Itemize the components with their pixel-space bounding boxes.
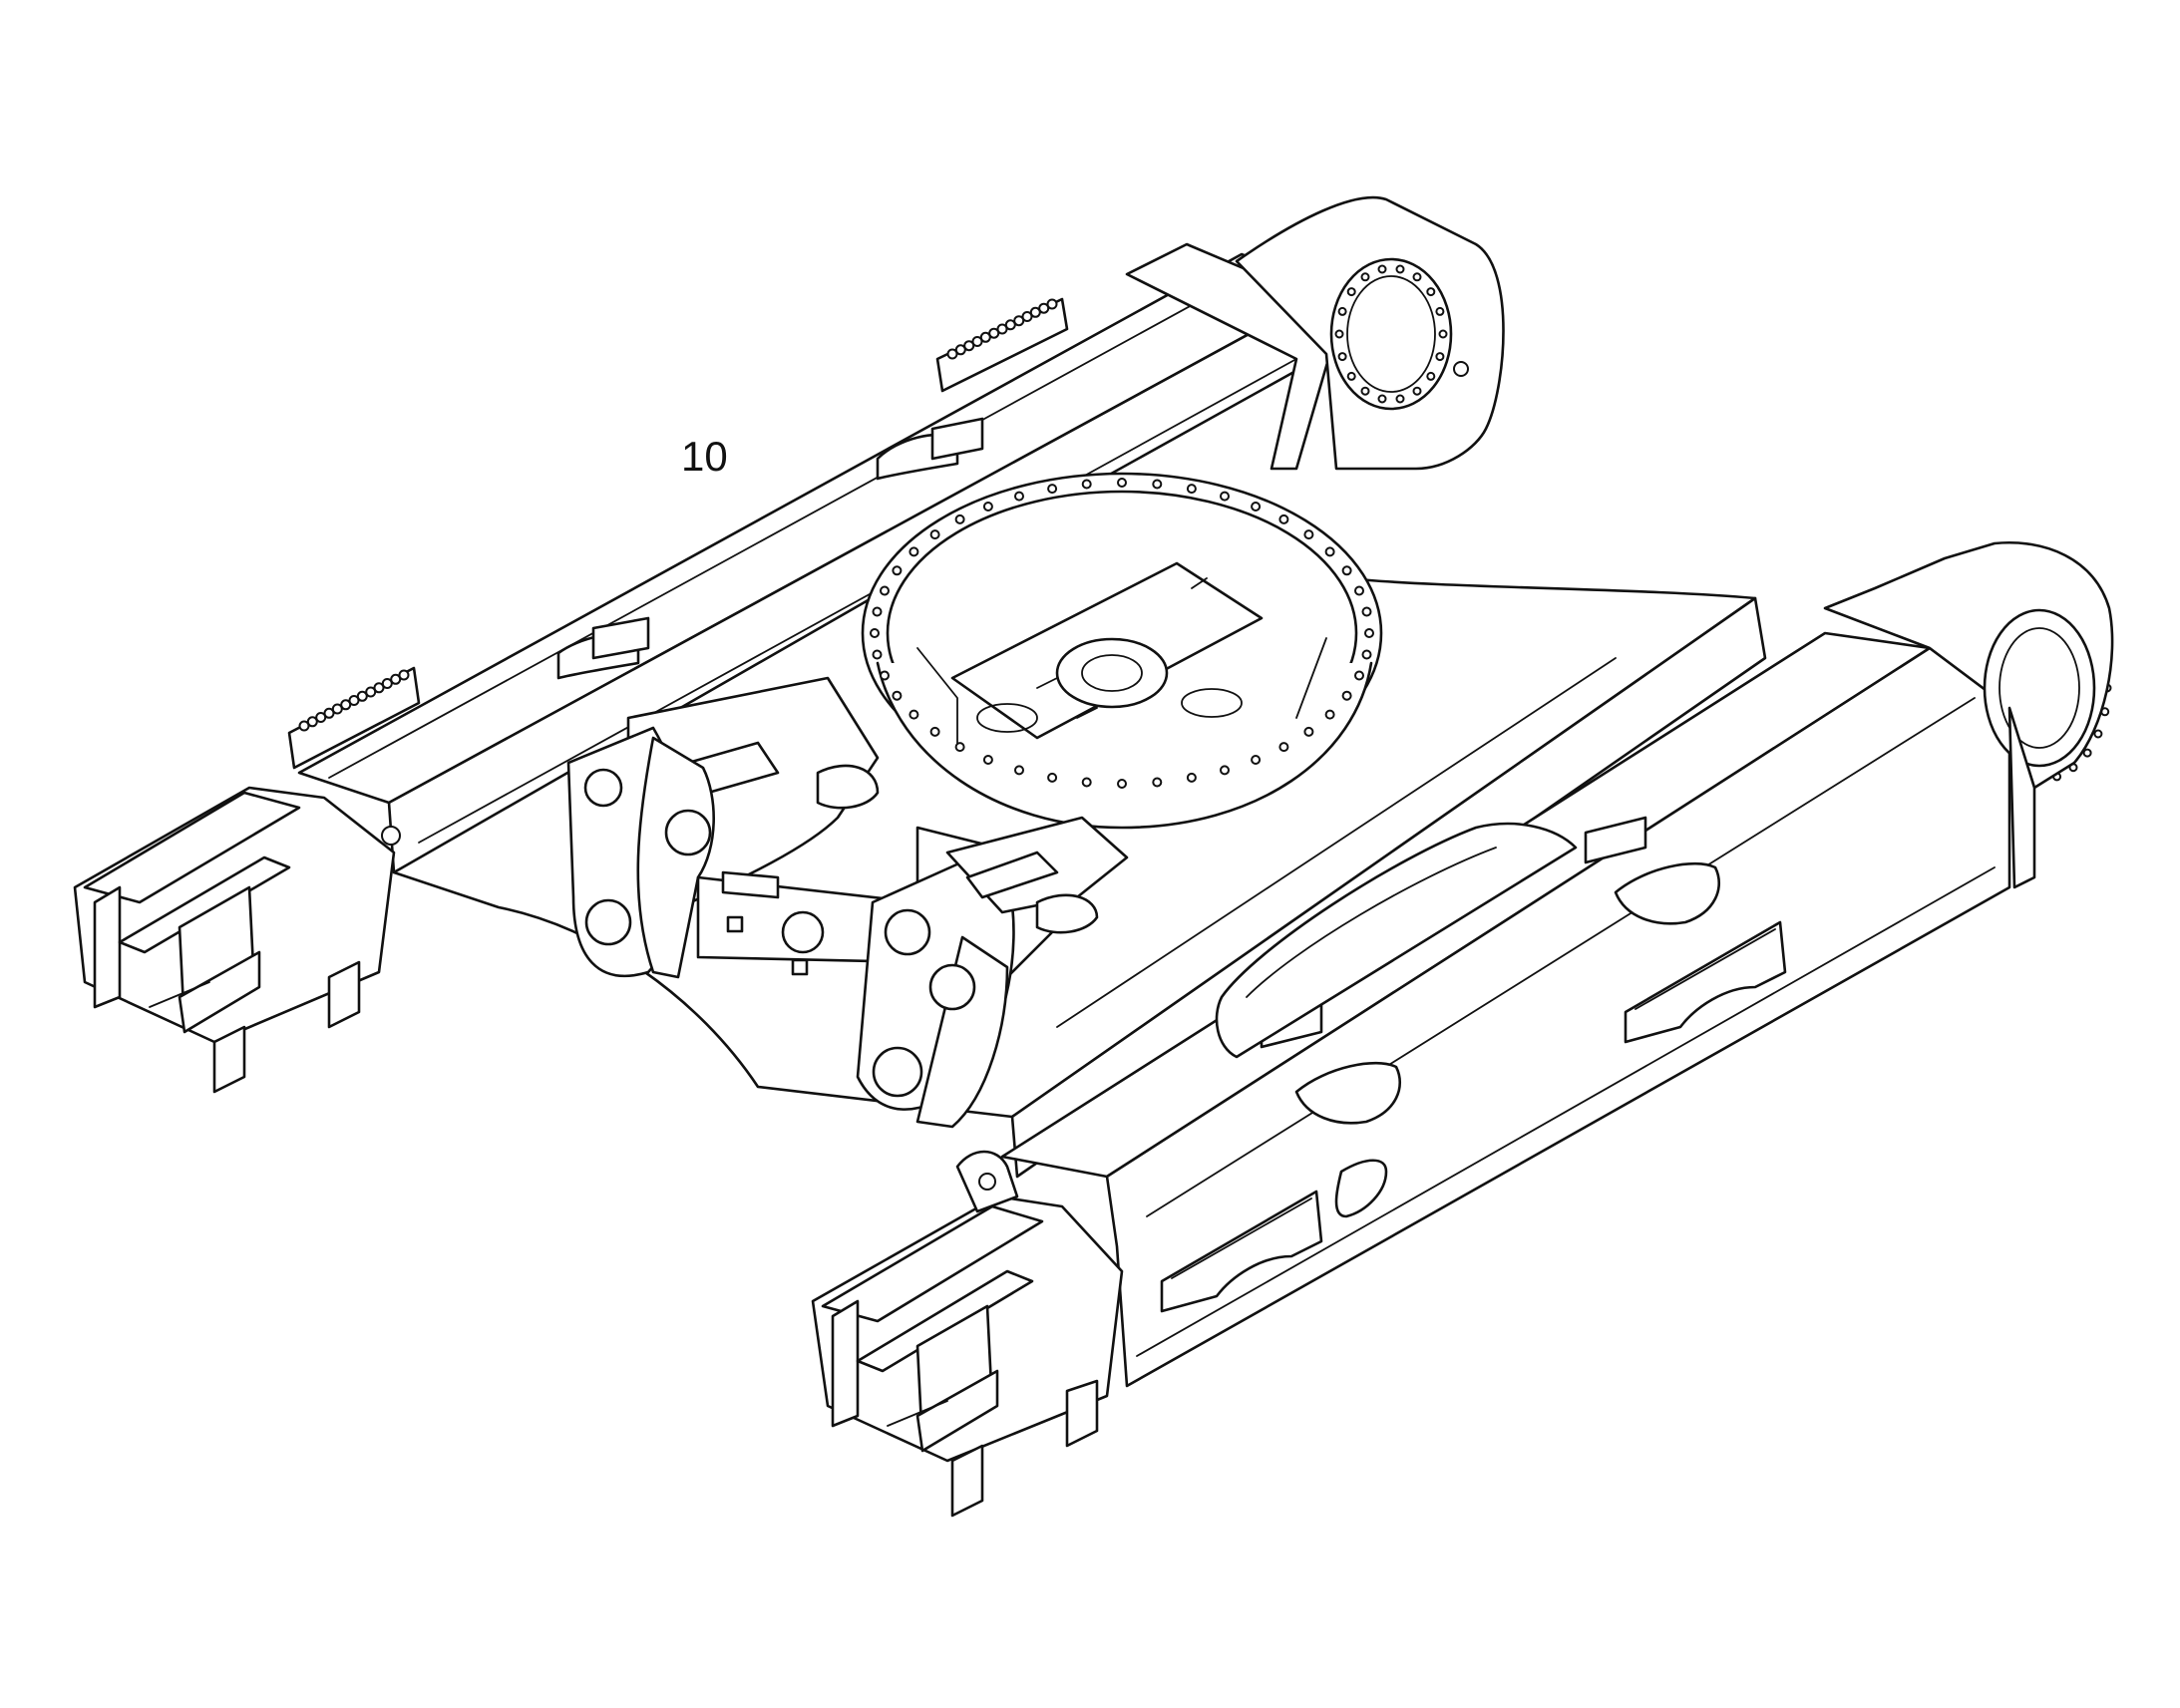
idler-bolt-hole (1426, 371, 1436, 381)
front-track-frame (1000, 540, 2114, 1388)
bolt-hole (1117, 779, 1127, 789)
idler-bolt-hole (1426, 287, 1436, 297)
idler-bolt-hole (1395, 394, 1405, 404)
bolt-hole (1341, 565, 1352, 576)
bolt-hole (1081, 777, 1092, 788)
part-callout-10: 10 (681, 433, 728, 480)
bolt-hole (872, 649, 883, 660)
rail-tooth (1021, 311, 1033, 322)
bolt-hole (1364, 628, 1374, 638)
front-frame-end (811, 1150, 1124, 1518)
bolt-hole (1220, 765, 1230, 776)
idler-bolt-hole (1412, 272, 1422, 282)
rail-tooth (356, 690, 368, 702)
idler-bolt-hole (1346, 287, 1356, 297)
rail-tooth (1004, 319, 1016, 331)
bolt-hole (982, 755, 993, 765)
bolt-hole (982, 502, 993, 512)
bolt-hole (954, 742, 965, 753)
rail-tooth (954, 344, 966, 356)
rail-tooth (1038, 302, 1050, 314)
rail-tooth (1046, 298, 1058, 310)
idler-bolt-hole (1334, 329, 1344, 339)
bolt-hole (1220, 491, 1230, 502)
idler-bolt-hole (1438, 329, 1448, 339)
idler-bolt-hole (2082, 748, 2092, 758)
idler-bolt-hole (1360, 272, 1370, 282)
bolt-hole (1186, 484, 1197, 495)
rail-tooth (946, 348, 958, 360)
bolt-hole (1047, 484, 1058, 495)
bolt-hole (1303, 529, 1314, 540)
bolt-hole (1278, 742, 1289, 753)
bolt-hole (1152, 777, 1163, 788)
bolt-hole (1047, 772, 1058, 783)
rail-tooth (315, 712, 327, 723)
rail-tooth (1013, 315, 1025, 327)
rail-tooth (963, 340, 975, 352)
rail-tooth (390, 673, 402, 685)
idler-bolt-hole (1435, 306, 1445, 316)
rail-tooth (348, 695, 360, 706)
idler-bolt-hole (1346, 371, 1356, 381)
bolt-hole (1014, 765, 1024, 776)
bolt-hole (929, 726, 940, 737)
bolt-hole (1014, 491, 1024, 502)
rail-tooth (996, 323, 1008, 335)
bolt-hole (1324, 709, 1335, 720)
bolt-hole (1251, 755, 1262, 765)
bolt-hole (1303, 726, 1314, 737)
rail-tooth (988, 327, 1000, 339)
bolt-hole (880, 670, 890, 681)
bolt-hole (892, 690, 903, 701)
bolt-hole (1278, 513, 1289, 524)
bolt-hole (1117, 478, 1127, 488)
bolt-hole (929, 529, 940, 540)
idler-bolt-hole (1395, 264, 1405, 274)
bolt-hole (880, 585, 890, 596)
rail-tooth (373, 682, 385, 694)
bolt-hole (872, 606, 883, 617)
rail-tooth (381, 678, 393, 689)
bolt-hole (1361, 649, 1372, 660)
bolt-hole (1081, 479, 1092, 490)
bolt-hole (1152, 479, 1163, 490)
rear-track-frame (287, 195, 1505, 874)
rail-tooth (365, 686, 377, 698)
rail-tooth (298, 720, 310, 732)
blade-mount-brackets (566, 676, 1129, 1129)
rail-tooth (323, 707, 335, 719)
bolt-hole (1361, 606, 1372, 617)
rail-tooth (306, 716, 318, 728)
idler-bolt-hole (1377, 264, 1387, 274)
idler-bolt-hole (1360, 386, 1370, 396)
idler-bolt-hole (1377, 394, 1387, 404)
bolt-hole (892, 565, 903, 576)
idler-bolt-hole (1412, 386, 1422, 396)
idler-bolt-hole (1337, 306, 1347, 316)
bolt-hole (1341, 690, 1352, 701)
bolt-hole (1354, 670, 1364, 681)
rail-tooth (971, 336, 983, 347)
bolt-hole (1186, 772, 1197, 783)
rail-tooth (331, 703, 343, 715)
idler-bolt-hole (2093, 729, 2103, 739)
idler-bolt-hole (1435, 352, 1445, 362)
rail-tooth (979, 331, 991, 343)
bolt-hole (870, 628, 880, 638)
rear-frame-end (73, 786, 401, 1094)
rail-tooth (340, 699, 352, 711)
rail-tooth (398, 669, 410, 681)
bolt-hole (1354, 585, 1364, 596)
idler-bolt-hole (1337, 352, 1347, 362)
bolt-hole (1324, 546, 1335, 557)
bolt-hole (1251, 502, 1262, 512)
rail-tooth (1029, 306, 1041, 318)
bolt-hole (908, 709, 919, 720)
bolt-hole (908, 546, 919, 557)
bolt-hole (954, 513, 965, 524)
